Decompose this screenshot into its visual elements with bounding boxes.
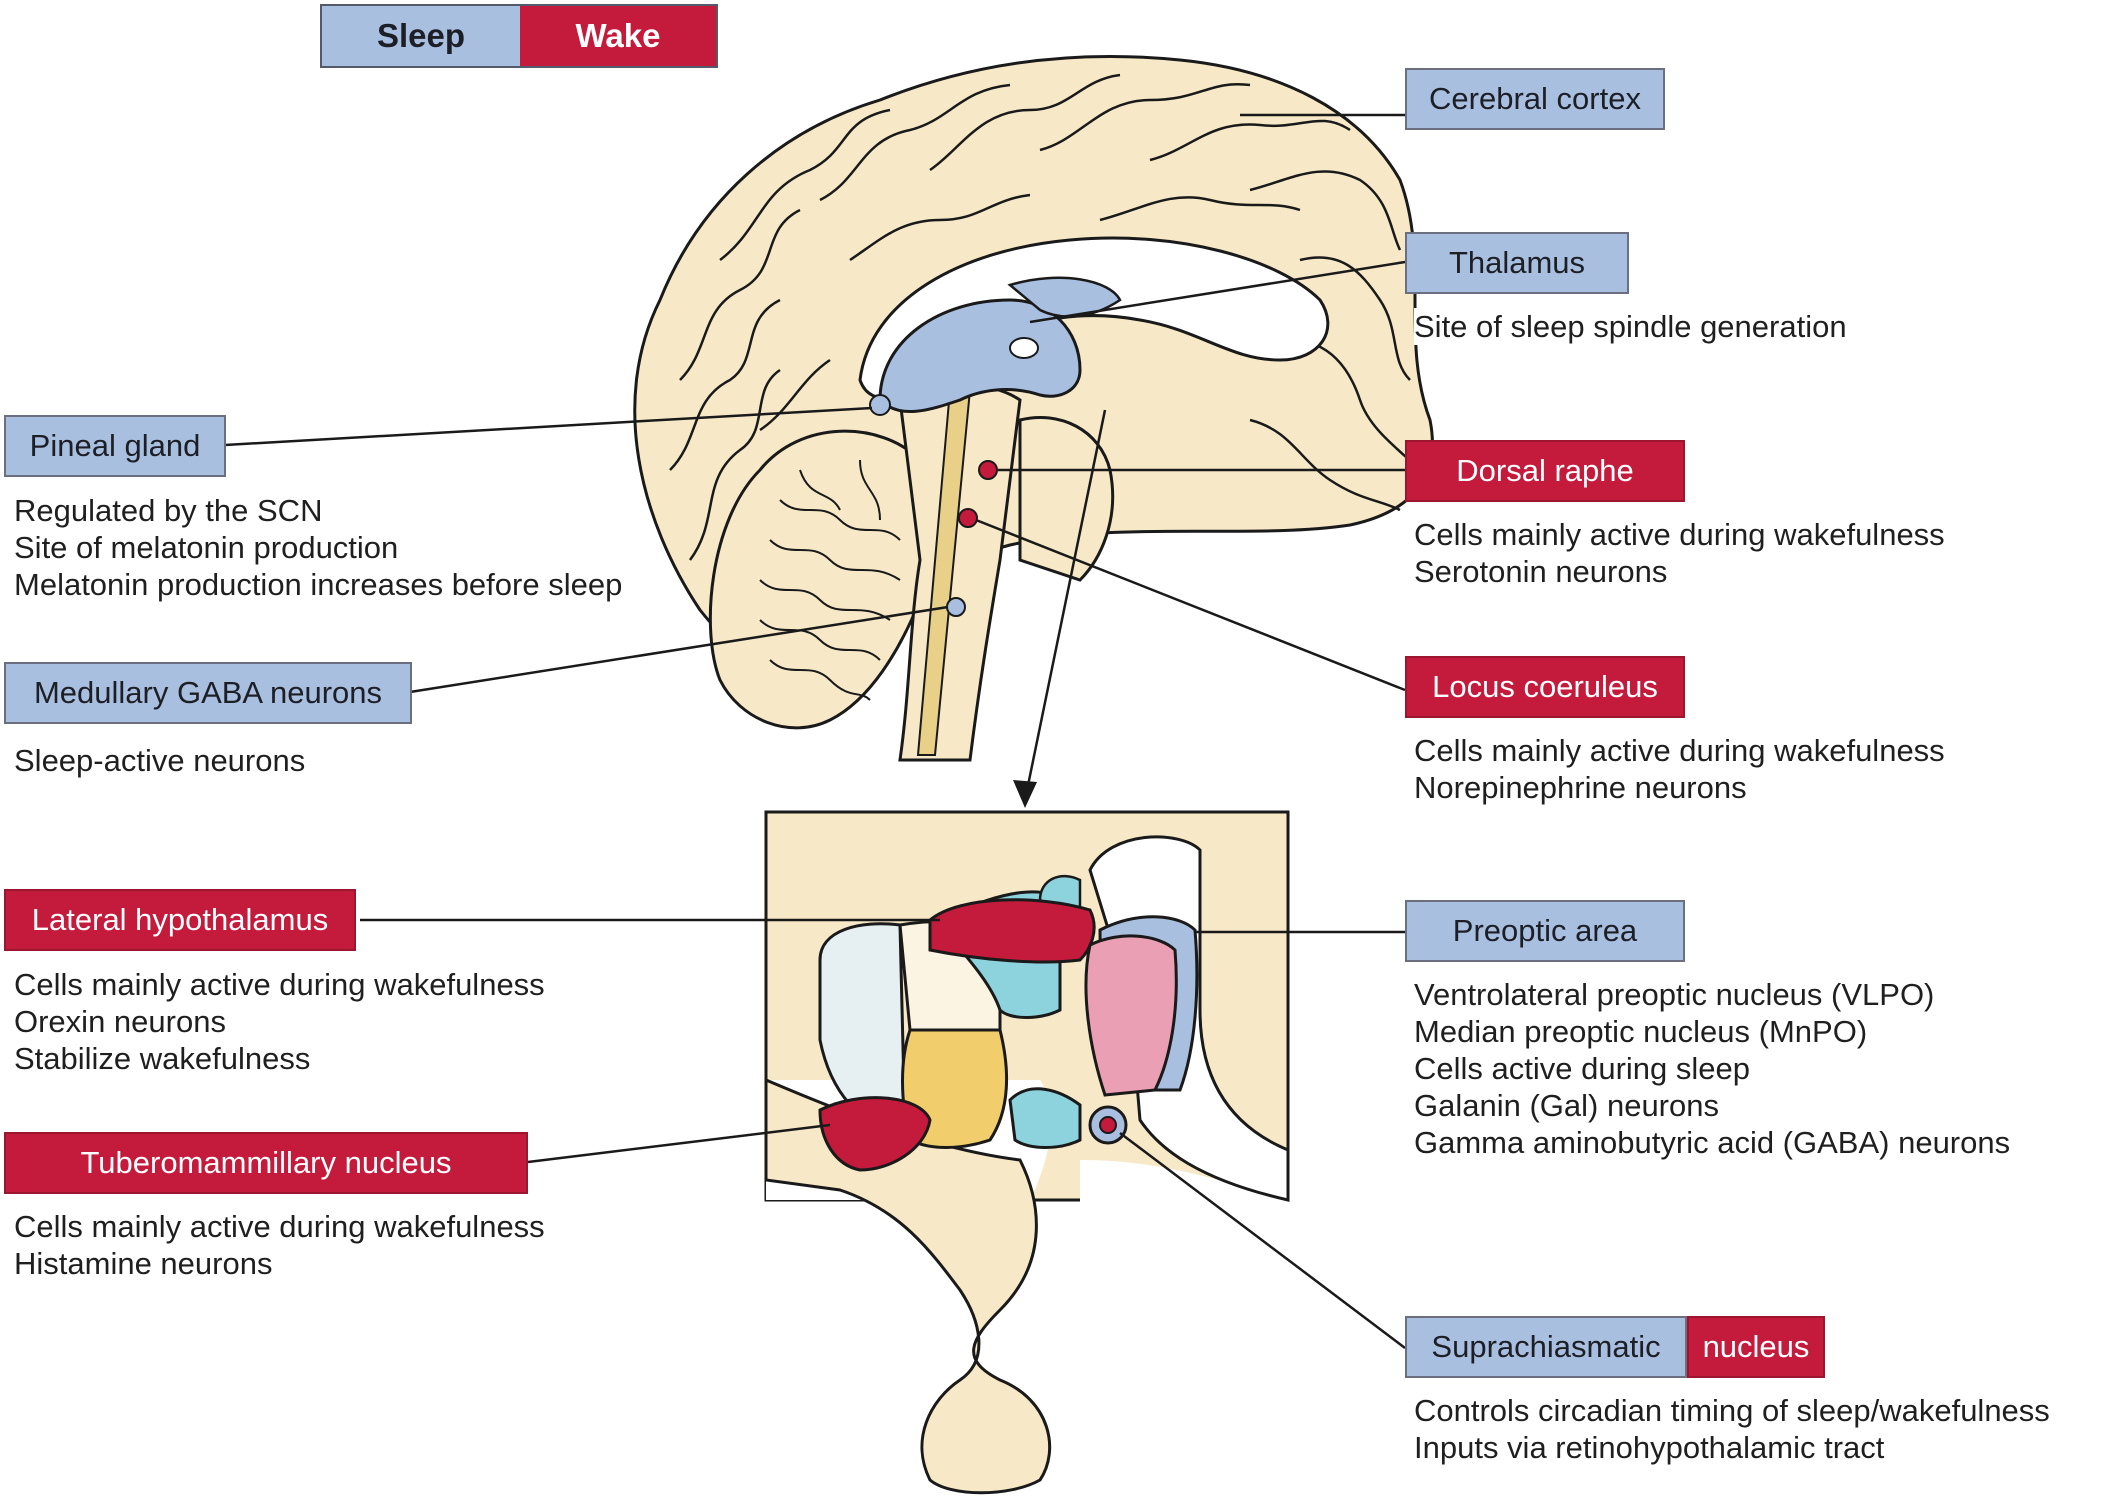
preoptic-line-3: Cells active during sleep xyxy=(1414,1051,1751,1086)
thalamus-label: Thalamus xyxy=(1405,232,1629,294)
thalamus-region xyxy=(869,276,1122,416)
medullary-gaba-dot xyxy=(946,597,966,617)
medullary-gaba-line-1: Sleep-active neurons xyxy=(14,743,306,778)
locus-coeruleus-line-2: Norepinephrine neurons xyxy=(1414,770,1747,805)
preoptic-line-4: Galanin (Gal) neurons xyxy=(1414,1088,1719,1123)
hypothalamus-inset xyxy=(764,810,1290,1495)
locus-coeruleus-description: Cells mainly active during wakefulness N… xyxy=(1414,732,1945,806)
cerebellum xyxy=(708,429,941,730)
cerebellum-folia xyxy=(759,459,901,701)
cerebral-cortex-label: Cerebral cortex xyxy=(1405,68,1665,130)
dorsal-raphe-description: Cells mainly active during wakefulness S… xyxy=(1414,516,1945,590)
scn-line-1: Controls circadian timing of sleep/wakef… xyxy=(1414,1393,2050,1428)
lateral-hypothalamus-line-3: Stabilize wakefulness xyxy=(14,1041,311,1076)
tuberomammillary-shape xyxy=(818,1096,932,1172)
tuberomammillary-label: Tuberomammillary nucleus xyxy=(4,1132,528,1194)
dorsal-raphe-dot xyxy=(978,460,998,480)
lateral-hypothalamus-line-2: Orexin neurons xyxy=(14,1004,226,1039)
scn-line-2: Inputs via retinohypothalamic tract xyxy=(1414,1430,1885,1465)
locus-coeruleus-label: Locus coeruleus xyxy=(1405,656,1685,718)
pituitary-stalk xyxy=(764,1077,1052,1495)
tuberomammillary-line-1: Cells mainly active during wakefulness xyxy=(14,1209,545,1244)
legend-sleep: Sleep xyxy=(322,6,520,66)
preoptic-shape xyxy=(1084,934,1178,1097)
pineal-gland-description: Regulated by the SCN Site of melatonin p… xyxy=(14,492,623,603)
preoptic-line-2: Median preoptic nucleus (MnPO) xyxy=(1414,1014,1868,1049)
medullary-gaba-description: Sleep-active neurons xyxy=(14,742,306,779)
preoptic-area-description: Ventrolateral preoptic nucleus (VLPO) Me… xyxy=(1414,976,2011,1161)
locus-coeruleus-line-1: Cells mainly active during wakefulness xyxy=(1414,733,1945,768)
pineal-gland-label: Pineal gland xyxy=(4,415,226,477)
legend: Sleep Wake xyxy=(320,4,718,68)
thalamus-line-1: Site of sleep spindle generation xyxy=(1414,309,1847,344)
thalamus-description: Site of sleep spindle generation xyxy=(1414,308,1847,345)
lateral-hypothalamus-label: Lateral hypothalamus xyxy=(4,889,356,951)
scn-description: Controls circadian timing of sleep/wakef… xyxy=(1414,1392,2050,1466)
pineal-line-3: Melatonin production increases before sl… xyxy=(14,567,623,602)
scn-label-sleep-part: Suprachiasmatic xyxy=(1405,1316,1687,1378)
scn-label-wake-part: nucleus xyxy=(1687,1316,1825,1378)
locus-coeruleus-dot xyxy=(958,508,978,528)
dorsal-raphe-line-1: Cells mainly active during wakefulness xyxy=(1414,517,1945,552)
preoptic-area-label: Preoptic area xyxy=(1405,900,1685,962)
pineal-line-2: Site of melatonin production xyxy=(14,530,399,565)
preoptic-line-5: Gamma aminobutyric acid (GABA) neurons xyxy=(1414,1125,2011,1160)
dorsal-raphe-label: Dorsal raphe xyxy=(1405,440,1685,502)
dorsal-raphe-line-2: Serotonin neurons xyxy=(1414,554,1668,589)
preoptic-line-1: Ventrolateral preoptic nucleus (VLPO) xyxy=(1414,977,1935,1012)
inset-arrowhead xyxy=(1013,780,1037,808)
leader-lines xyxy=(224,113,1406,1349)
brainstem xyxy=(898,383,1115,762)
tuberomammillary-description: Cells mainly active during wakefulness H… xyxy=(14,1208,545,1282)
tuberomammillary-line-2: Histamine neurons xyxy=(14,1246,273,1281)
medullary-gaba-label: Medullary GABA neurons xyxy=(4,662,412,724)
pineal-gland-shape xyxy=(869,394,891,416)
pineal-line-1: Regulated by the SCN xyxy=(14,493,323,528)
legend-wake: Wake xyxy=(520,6,716,66)
lateral-hypothalamus-line-1: Cells mainly active during wakefulness xyxy=(14,967,545,1002)
lateral-hypothalamus-shape xyxy=(928,898,1096,964)
lateral-hypothalamus-description: Cells mainly active during wakefulness O… xyxy=(14,966,545,1077)
scn-label: Suprachiasmatic nucleus xyxy=(1405,1316,1825,1378)
